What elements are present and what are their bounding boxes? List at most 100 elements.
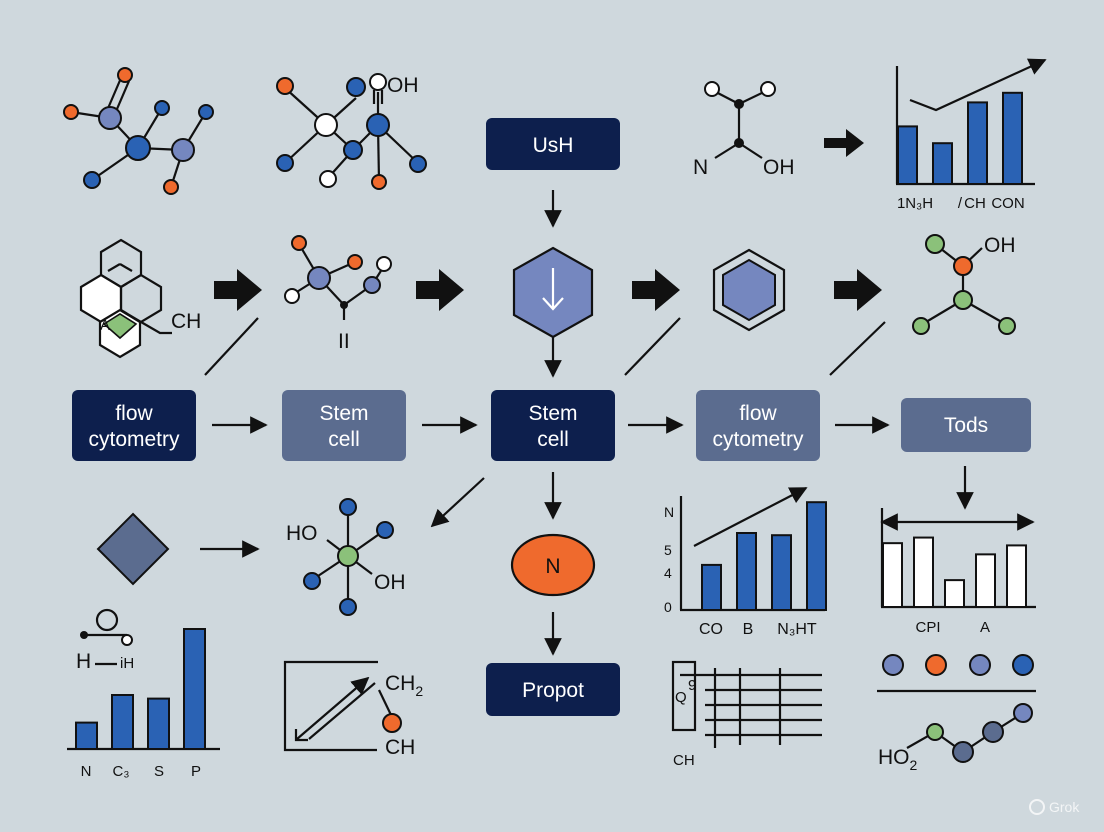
box-label: cytometry xyxy=(712,428,804,451)
box-label: flow xyxy=(739,402,777,425)
propot-label: Propot xyxy=(522,679,584,702)
atom-node xyxy=(337,545,359,567)
atom-node xyxy=(376,521,394,539)
box-label: cell xyxy=(328,428,360,451)
chart-bar xyxy=(975,553,996,608)
chart-bar xyxy=(1002,91,1023,185)
chart-tick-label: 5 xyxy=(664,542,672,558)
chart-bar xyxy=(111,694,134,750)
atom-node xyxy=(376,256,392,272)
atom-node xyxy=(409,155,427,173)
chart-tick-label: / xyxy=(958,195,963,212)
chart-tick-label: CON xyxy=(991,195,1024,212)
chart-tick-label: 0 xyxy=(664,599,672,615)
watermark: Grok xyxy=(1029,799,1080,815)
atom-node xyxy=(369,73,387,91)
atom-node xyxy=(284,288,300,304)
atom-node xyxy=(319,170,337,188)
atom-node xyxy=(340,301,348,309)
chart-bar xyxy=(944,579,965,608)
chart-tick-label: CPI xyxy=(915,619,940,636)
box-stem-cell-slate[interactable]: Stem cell xyxy=(282,390,406,461)
box-tods[interactable]: Tods xyxy=(901,398,1031,452)
atom-node xyxy=(117,67,133,83)
atom-node xyxy=(926,723,944,741)
bold-arrow xyxy=(824,129,864,157)
atom-label: CH xyxy=(171,310,201,333)
atom-node xyxy=(276,77,294,95)
chart-tick-label: N xyxy=(81,763,92,780)
bold-arrow xyxy=(214,269,262,311)
box-label: Tods xyxy=(944,414,988,437)
box-label: Stem xyxy=(528,402,577,425)
molecule-top-second: OH xyxy=(276,73,427,190)
chart-tick-label: C₃ xyxy=(113,763,130,780)
molecule-top-left xyxy=(63,67,214,195)
atom-node xyxy=(734,99,744,109)
atom-node xyxy=(1013,703,1033,723)
atom-node xyxy=(347,254,363,270)
molecule-second-row: II xyxy=(284,235,392,353)
chart-bar xyxy=(701,563,722,612)
atom-label: iH xyxy=(120,655,134,672)
atom-node xyxy=(760,81,776,97)
chart-tick-label: B xyxy=(743,621,754,638)
box-label: cytometry xyxy=(88,428,180,451)
box-stem-cell-navy[interactable]: Stem cell xyxy=(491,390,615,461)
atom-node xyxy=(83,171,101,189)
box-flow-cytometry-left[interactable]: flow cytometry xyxy=(72,390,196,461)
atom-label: CH xyxy=(385,736,415,759)
grid-table: Q 9 CH xyxy=(671,660,822,769)
hexagon-ring-right xyxy=(712,248,786,332)
atom-label: CH2 xyxy=(385,672,423,699)
dot-node xyxy=(925,654,947,676)
dot-node xyxy=(882,654,904,676)
atom-node xyxy=(346,77,366,97)
hexagon-cluster: A CH xyxy=(79,238,201,359)
atom-node xyxy=(998,317,1016,335)
chart-bar xyxy=(897,125,918,185)
molecule-h-ih: H iH xyxy=(76,608,134,673)
atom-label: N xyxy=(693,156,708,179)
chart-bar xyxy=(806,501,827,612)
arrows xyxy=(200,129,974,656)
chart-bar xyxy=(932,142,953,185)
atom-node xyxy=(371,174,387,190)
atom-node xyxy=(125,135,151,161)
propot-box[interactable]: Propot xyxy=(486,663,620,716)
atom-node xyxy=(925,234,945,254)
atom-node xyxy=(314,113,338,137)
chart-tick-label: N₃HT xyxy=(777,621,817,638)
chart-bar xyxy=(75,721,98,750)
connector-line xyxy=(204,317,259,376)
table-label: CH xyxy=(673,752,695,769)
chart-bar xyxy=(183,628,206,750)
molecule-ho2-chain: HO2 xyxy=(878,703,1033,773)
top-process-box[interactable]: UsH xyxy=(486,118,620,170)
atom-node xyxy=(163,179,179,195)
atom-node xyxy=(98,106,122,130)
box-flow-cytometry-right[interactable]: flow cytometry xyxy=(696,390,820,461)
atom-node xyxy=(339,598,357,616)
n-oval[interactable]: N xyxy=(510,533,596,597)
chart-bar xyxy=(882,542,903,608)
chart-tick-label: S xyxy=(154,763,164,780)
chart-tick-label: N xyxy=(664,504,674,520)
box-diagonal-diagram: CH2 CH xyxy=(283,660,423,759)
connector-line xyxy=(829,321,886,376)
atom-node xyxy=(366,113,390,137)
atom-label: II xyxy=(338,330,350,353)
atom-node xyxy=(704,81,720,97)
watermark-label: Grok xyxy=(1049,799,1080,815)
atom-label: H xyxy=(76,650,91,673)
dot-row xyxy=(877,654,1036,693)
atom-label: HO xyxy=(286,522,318,545)
atom-node xyxy=(953,290,973,310)
central-hexagon xyxy=(512,246,594,339)
chart-bar xyxy=(736,532,757,611)
atom-node xyxy=(121,634,133,646)
atom-node xyxy=(953,256,973,276)
atom-node xyxy=(276,154,294,172)
molecule-n-oh: N OH xyxy=(693,81,795,179)
